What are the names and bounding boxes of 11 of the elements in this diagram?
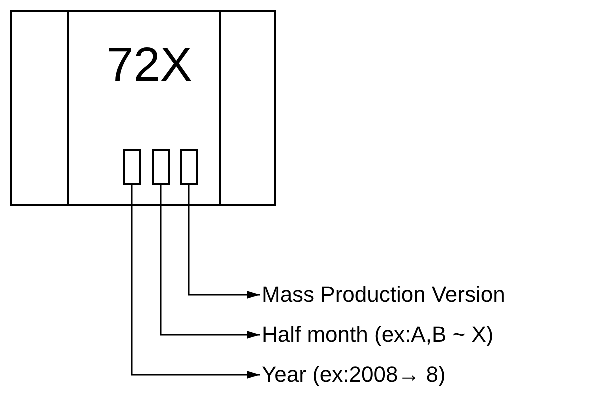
leader-arrow [131,185,260,379]
leader-arrow [160,185,260,339]
field-description: Mass Production Version [262,281,506,309]
field-description: Half month (ex:A,B ~ X) [262,321,494,349]
marking-digit-box [180,149,198,185]
package-body [10,10,276,206]
leader-arrow [188,185,260,299]
field-description: Year (ex:2008→ 8) [262,361,446,389]
marking-digit-box [152,149,170,185]
marking-digit-box [123,149,141,185]
marking-code: 72X [107,40,192,92]
